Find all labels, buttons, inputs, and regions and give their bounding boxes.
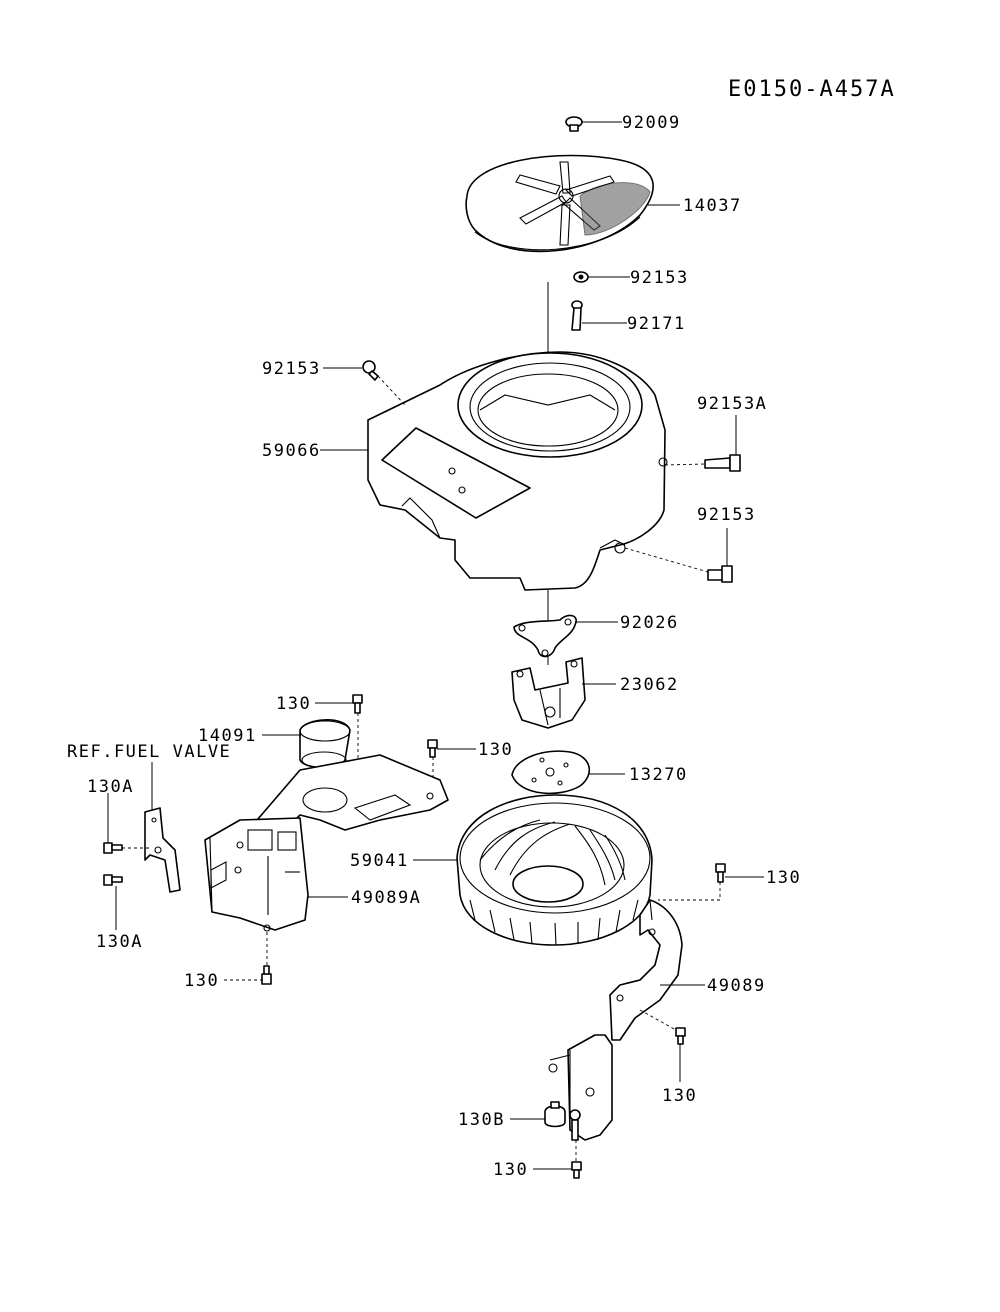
label-92153-right: 92153 xyxy=(697,505,756,525)
bolt-130-f xyxy=(533,1140,582,1179)
label-92026: 92026 xyxy=(620,613,679,633)
label-130-e: 130 xyxy=(662,1086,697,1106)
bolt-92153A xyxy=(664,415,741,472)
label-92153-top: 92153 xyxy=(630,268,689,288)
screw-92009 xyxy=(565,116,583,132)
label-14091: 14091 xyxy=(198,726,257,746)
label-92009: 92009 xyxy=(622,113,681,133)
plate-92026 xyxy=(513,614,618,658)
collar-14091 xyxy=(262,719,351,769)
label-130-a: 130 xyxy=(276,694,311,714)
label-49089A: 49089A xyxy=(351,888,421,908)
label-59041: 59041 xyxy=(350,851,409,871)
label-92153A: 92153A xyxy=(697,394,767,414)
bolt-130-b xyxy=(427,739,476,790)
label-130-b: 130 xyxy=(478,740,513,760)
label-92171: 92171 xyxy=(627,314,686,334)
nut-small xyxy=(569,1109,581,1141)
bolt-130A-top xyxy=(103,793,150,854)
baffle-49089A xyxy=(204,754,449,932)
label-59066: 59066 xyxy=(262,441,321,461)
label-130A-bottom: 130A xyxy=(96,932,143,952)
plate-13270 xyxy=(511,750,625,795)
bolt-130A-bottom xyxy=(103,874,123,930)
label-14037: 14037 xyxy=(683,196,742,216)
fuel-valve-bracket xyxy=(144,762,181,893)
label-130A-top: 130A xyxy=(87,777,134,797)
bolt-92153-right xyxy=(624,528,733,583)
bolt-130-c xyxy=(658,863,764,901)
label-130-c: 130 xyxy=(766,868,801,888)
bolt-130-e xyxy=(639,1009,686,1082)
screw-92153-left xyxy=(323,360,406,406)
diagram-code: E0150-A457A xyxy=(728,77,896,102)
label-ref-fuel-valve: REF.FUEL VALVE xyxy=(67,742,231,762)
bolt-130-d xyxy=(224,932,272,985)
label-49089: 49089 xyxy=(707,976,766,996)
label-130-f: 130 xyxy=(493,1160,528,1180)
label-23062: 23062 xyxy=(620,675,679,695)
label-130B: 130B xyxy=(458,1110,505,1130)
label-130-d: 130 xyxy=(184,971,219,991)
label-92153-left: 92153 xyxy=(262,359,321,379)
blower-housing-59066 xyxy=(320,351,668,591)
flywheel-59041 xyxy=(413,794,653,946)
label-13270: 13270 xyxy=(629,765,688,785)
screen-14037 xyxy=(465,154,680,253)
nut-130B xyxy=(510,1101,566,1128)
bracket-23062 xyxy=(511,657,616,729)
clip-92171 xyxy=(571,300,583,331)
nut-92153-top xyxy=(573,271,589,283)
